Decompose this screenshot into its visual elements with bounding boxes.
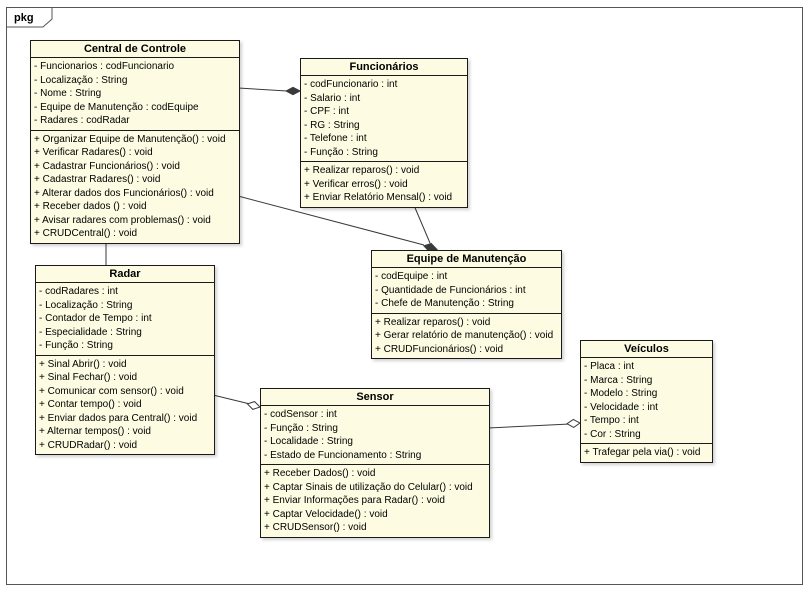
member-line: + Verificar Radares() : void — [34, 147, 153, 158]
member-line: + Cadastrar Funcionários() : void — [34, 160, 180, 172]
member-line: - CPF : int — [304, 106, 350, 117]
class-attributes-section: - codEquipe : int - Quantidade de Funcion… — [372, 268, 561, 314]
member-line: - Salario : int — [304, 92, 361, 104]
member-line: - Localização : String — [39, 299, 133, 311]
member-line: - Nome : String — [34, 88, 102, 99]
member-line: - Radares : codRadar — [34, 115, 130, 126]
member-line: + CRUDCentral() : void — [34, 228, 138, 239]
member-line: - Especialidade : String — [39, 326, 142, 338]
member-line: - Placa : int — [584, 361, 635, 372]
member-line: + Enviar Informações para Radar() : void — [264, 495, 445, 506]
class-title: Funcionários — [301, 59, 467, 76]
member-line: + Gerar relatório de manutenção() : void — [375, 330, 554, 341]
member-line: - Função : String — [264, 422, 338, 434]
composition-diamond-icon — [284, 86, 302, 96]
class-attributes-section: - codSensor : int - Função : String - Loca… — [261, 406, 489, 465]
member-line: - Chefe de Manutenção : String — [375, 298, 514, 309]
class-methods-section: + Trafegar pela via() : void — [581, 444, 712, 462]
member-line: + Realizar reparos() : void — [375, 316, 491, 328]
edge-radar-sensor[interactable] — [212, 394, 251, 405]
member-line: - Função : String — [39, 340, 113, 351]
member-line: + Sinal Abrir() : void — [39, 358, 127, 370]
member-line: - RG : String — [304, 119, 360, 131]
member-line: + CRUDSensor() : void — [264, 522, 367, 533]
class-attributes-section: - codFuncionario : int - Salario : int - C… — [301, 76, 467, 162]
member-line: + Comunicar com sensor() : void — [39, 385, 184, 397]
class-attributes-section: - Placa : int - Marca : String - Modelo : … — [581, 358, 712, 444]
member-line: + Trafegar pela via() : void — [584, 447, 701, 458]
edge-central-equipe[interactable] — [237, 195, 425, 246]
member-line: - codFuncionario : int — [304, 79, 398, 90]
class-attributes-section: - codRadares : int - Localização : String… — [36, 283, 214, 356]
class-title: Radar — [36, 266, 214, 283]
edge-sensor-veiculos[interactable] — [487, 423, 571, 429]
member-line: + Avisar radares com problemas() : void — [34, 214, 211, 226]
class-attributes-section: - Funcionarios : codFuncionario - Localiz… — [31, 58, 239, 131]
member-line: + Cadastrar Radares() : void — [34, 174, 161, 185]
class-methods-section: + Realizar reparos() : void + Gerar relat… — [372, 314, 561, 359]
class-title: Equipe de Manutenção — [372, 251, 561, 268]
member-line: + CRUDFuncionários() : void — [375, 343, 504, 355]
class-funcionarios[interactable]: Funcionários - codFuncionario : int - Sal… — [300, 58, 468, 208]
class-title: Veículos — [581, 341, 712, 358]
member-line: + Sinal Fechar() : void — [39, 372, 138, 383]
member-line: - Localidade : String — [264, 436, 353, 447]
pkg-frame-tab — [6, 7, 53, 28]
member-line: - codEquipe : int — [375, 271, 448, 282]
class-central-de-controle[interactable]: Central de Controle - Funcionarios : cod… — [30, 40, 240, 244]
aggregation-diamond-icon — [566, 418, 581, 428]
edge-central-funcionarios[interactable] — [237, 87, 288, 92]
member-line: + Receber Dados() : void — [264, 468, 376, 479]
member-line: + Enviar Relatório Mensal() : void — [304, 192, 453, 203]
member-line: - Telefone : int — [304, 133, 367, 144]
aggregation-diamond-icon — [246, 401, 261, 410]
member-line: + Verificar erros() : void — [304, 178, 408, 190]
member-line: + Receber dados () : void — [34, 201, 147, 212]
pkg-tab-label: pkg — [14, 12, 34, 24]
member-line: + Enviar dados para Central() : void — [39, 412, 198, 424]
class-radar[interactable]: Radar - codRadares : int - Localização : … — [35, 265, 215, 455]
member-line: - Estado de Funcionamento : String — [264, 449, 422, 461]
class-methods-section: + Organizar Equipe de Manutenção() : voi… — [31, 131, 239, 243]
diagram-frame-border — [6, 7, 803, 585]
member-line: + Captar Velocidade() : void — [264, 508, 388, 520]
member-line: - Modelo : String — [584, 388, 658, 399]
class-methods-section: + Receber Dados() : void + Captar Sinais … — [261, 465, 489, 537]
class-methods-section: + Realizar reparos() : void + Verificar e… — [301, 162, 467, 207]
member-line: + Contar tempo() : void — [39, 399, 142, 410]
class-equipe-de-manutencao[interactable]: Equipe de Manutenção - codEquipe : int- … — [371, 250, 562, 359]
member-line: - Localização : String — [34, 74, 128, 86]
class-title: Sensor — [261, 389, 489, 406]
member-line: - Cor : String — [584, 428, 641, 440]
member-line: + Captar Sinais de utilização do Celular… — [264, 481, 473, 493]
member-line: - Função : String — [304, 146, 378, 158]
edge-funcionarios-equipe[interactable] — [412, 202, 431, 244]
member-line: - Quantidade de Funcionários : int — [375, 284, 526, 296]
member-line: - Tempo : int — [584, 415, 639, 426]
member-line: - Velocidade : int — [584, 401, 658, 413]
member-line: + Alterar dados dos Funcionários() : voi… — [34, 187, 214, 199]
member-line: + Realizar reparos() : void — [304, 165, 420, 176]
member-line: - Equipe de Manutenção : codEquipe — [34, 101, 199, 113]
member-line: - codSensor : int — [264, 409, 337, 420]
class-veiculos[interactable]: Veículos - Placa : int- Marca : String- … — [580, 340, 713, 463]
member-line: - Marca : String — [584, 374, 653, 386]
member-line: + Organizar Equipe de Manutenção() : voi… — [34, 133, 226, 145]
member-line: - Contador de Tempo : int — [39, 313, 152, 324]
class-title: Central de Controle — [31, 41, 239, 58]
class-sensor[interactable]: Sensor - codSensor : int - Função : Strin… — [260, 388, 490, 538]
member-line: + CRUDRadar() : void — [39, 439, 138, 451]
member-line: - Funcionarios : codFuncionario — [34, 61, 175, 72]
member-line: + Alternar tempos() : void — [39, 426, 151, 437]
member-line: - codRadares : int — [39, 286, 118, 297]
class-methods-section: + Sinal Abrir() : void + Sinal Fechar() :… — [36, 356, 214, 455]
